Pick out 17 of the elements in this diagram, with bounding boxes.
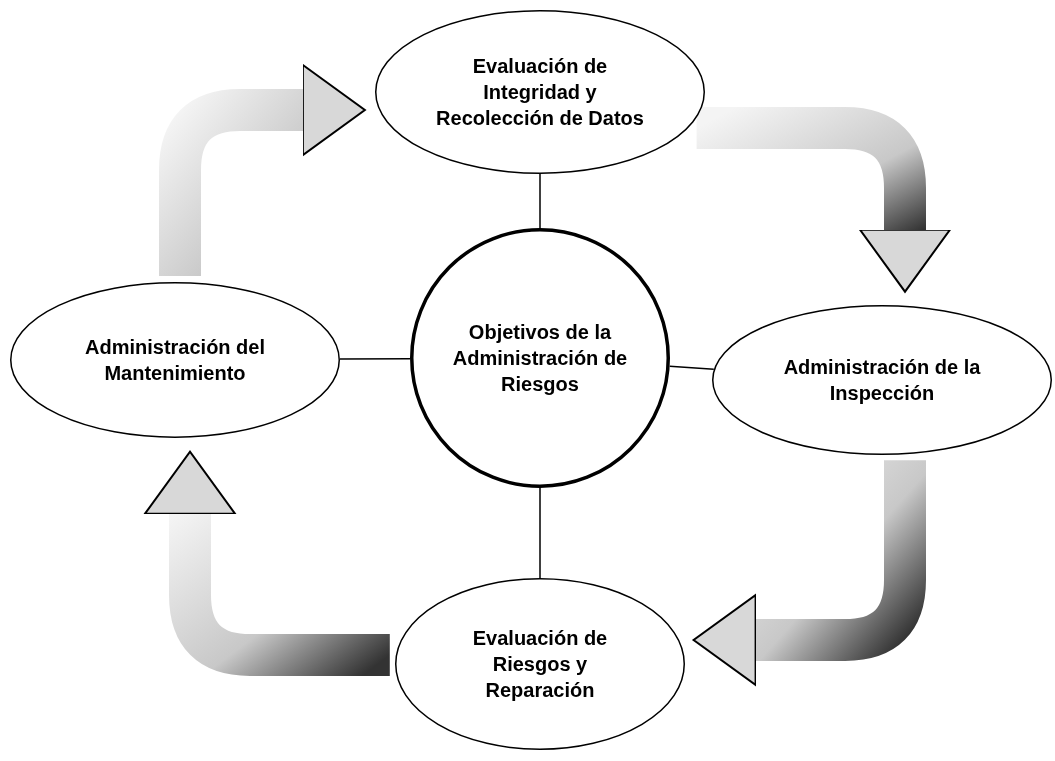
process-ellipse bbox=[395, 578, 685, 750]
central-circle bbox=[410, 228, 670, 488]
connector-line bbox=[669, 365, 715, 370]
connector-line bbox=[539, 173, 541, 229]
curved-block-arrow bbox=[144, 450, 390, 676]
curved-block-arrow bbox=[696, 107, 951, 293]
node-label: Objetivos de la Administración de Riesgos bbox=[451, 320, 629, 397]
node-label: Evaluación de Riesgos y Reparación bbox=[471, 626, 609, 703]
curved-block-arrow bbox=[692, 460, 926, 686]
process-ellipse bbox=[375, 10, 705, 174]
node-label: Administración del Mantenimiento bbox=[84, 335, 266, 386]
process-ellipse bbox=[712, 305, 1052, 455]
connector-line bbox=[539, 487, 541, 579]
process-ellipse bbox=[10, 282, 340, 438]
node-label: Administración de la Inspección bbox=[782, 355, 982, 406]
node-label: Evaluación de Integridad y Recolección de Datos bbox=[435, 54, 645, 131]
connector-line bbox=[339, 357, 411, 360]
